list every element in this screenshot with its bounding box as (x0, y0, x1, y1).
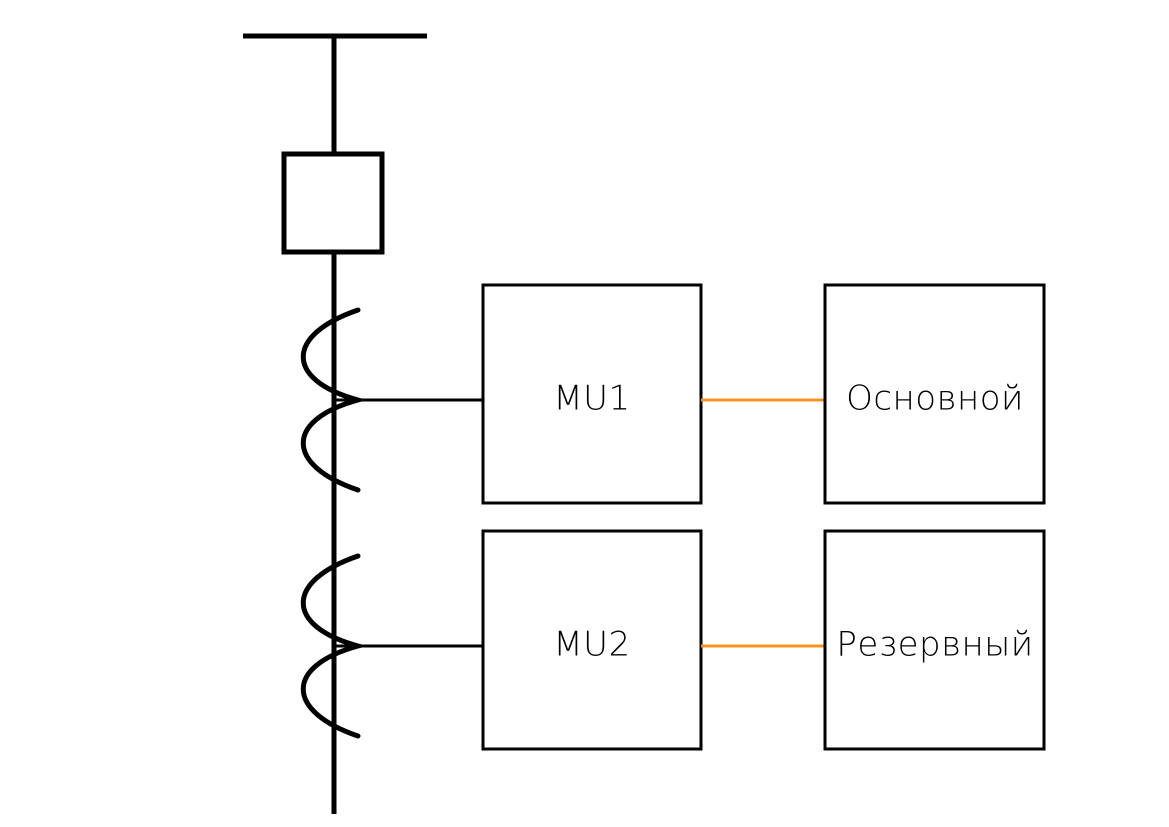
mu1-box (481, 283, 703, 505)
main-protection-box (823, 283, 1046, 505)
merging-unit-1[interactable]: MU1 (481, 283, 703, 505)
backup-protection[interactable]: Резервный (823, 529, 1046, 751)
main-protection[interactable]: Основной (823, 283, 1046, 505)
circuit-breaker (281, 151, 385, 255)
main-protection-label: Основной (846, 379, 1024, 419)
merging-unit-2[interactable]: MU2 (481, 529, 703, 751)
mu1-label: MU1 (553, 379, 630, 419)
backup-protection-box (823, 529, 1046, 751)
mu2-box (481, 529, 703, 751)
mu2-label: MU2 (553, 625, 630, 665)
backup-protection-label: Резервный (836, 625, 1033, 665)
